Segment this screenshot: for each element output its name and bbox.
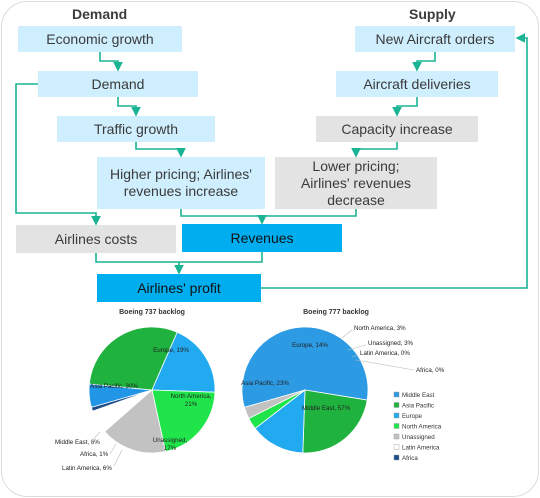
legend-label-middle-east: Middle East bbox=[402, 392, 435, 399]
economic-growth-box: Economic growth bbox=[18, 26, 182, 52]
slice-label-asia-pacific: Asia Pacific, 23% bbox=[241, 380, 289, 387]
legend-label-africa: Africa bbox=[402, 455, 418, 462]
legend-label-unassigned: Unassigned bbox=[402, 434, 435, 441]
pie-777-labels: Middle East, 57% Asia Pacific, 23% Europe,… bbox=[241, 325, 445, 412]
leader-line bbox=[341, 329, 353, 339]
slice-label-north-america: North America,21% bbox=[171, 393, 212, 408]
pie-slice-asia-pacific bbox=[88, 326, 178, 391]
slice-label-africa: Africa, 0% bbox=[416, 367, 445, 374]
slice-label-africa: Africa, 1% bbox=[80, 451, 109, 458]
slice-label-unassigned: Unassigned, 3% bbox=[368, 340, 414, 347]
chart-777-title: Boeing 777 backlog bbox=[303, 309, 369, 316]
legend-swatch-middle-east bbox=[393, 391, 400, 398]
pie-slice-europe bbox=[151, 331, 216, 393]
slice-label-middle-east: Middle East, 6% bbox=[55, 439, 100, 446]
legend-swatch-north-america bbox=[393, 423, 400, 429]
legend-label-asia-pacific: Asia Pacific bbox=[402, 403, 434, 410]
lower-pricing-box: Lower pricing; Airlines' revenues decrea… bbox=[275, 157, 437, 209]
arrow-deliveries-to-capacity bbox=[392, 97, 418, 117]
aircraft-deliveries-box: Aircraft deliveries bbox=[336, 71, 498, 97]
pie-slice-asia-pacific bbox=[302, 389, 368, 454]
arrow-revenues-to-profit bbox=[179, 252, 263, 263]
higher-pricing-box: Higher pricing; Airlines' revenues incre… bbox=[97, 157, 265, 209]
legend-label-north-america: North America bbox=[402, 424, 442, 431]
slice-label-middle-east: Middle East, 57% bbox=[302, 405, 351, 412]
demand-box: Demand bbox=[38, 71, 198, 97]
arrow-economic-to-demand bbox=[99, 52, 123, 72]
arrow-traffic-to-higher-pricing bbox=[135, 142, 186, 158]
slice-label-europe: Europe, 14% bbox=[292, 342, 328, 349]
arrow-higher-pricing-to-revenues bbox=[180, 209, 267, 225]
legend-swatch-asia-pacific bbox=[393, 402, 400, 408]
leader-line bbox=[113, 449, 123, 467]
arrow-demand-to-traffic bbox=[117, 97, 141, 117]
new-aircraft-orders-box: New Aircraft orders bbox=[355, 26, 515, 52]
revenues-box: Revenues bbox=[182, 224, 342, 252]
supply-heading: Supply bbox=[409, 6, 456, 22]
arrow-costs-to-profit bbox=[95, 253, 184, 275]
legend-swatch-unassigned bbox=[393, 433, 400, 440]
slice-label-asia-pacific: Asia Pacific, 30% bbox=[90, 383, 138, 390]
legend-label-europe: Europe bbox=[402, 413, 423, 420]
slice-label-north-america: North America, 3% bbox=[354, 325, 406, 332]
slice-label-europe: Europe, 19% bbox=[153, 347, 189, 354]
legend-swatch-latin-america bbox=[393, 444, 400, 450]
arrow-profit-to-orders bbox=[261, 33, 528, 289]
legend-label-latin-america: Latin America bbox=[402, 445, 440, 452]
flow-arrows bbox=[15, 33, 528, 289]
slice-label-latin-america: Latin America, 6% bbox=[62, 465, 112, 472]
pie-slice-europe bbox=[254, 389, 306, 454]
demand-heading: Demand bbox=[72, 6, 128, 22]
pie-slice-middle-east bbox=[241, 326, 369, 408]
arrow-demand-to-costs bbox=[15, 83, 101, 226]
leader-line bbox=[90, 431, 101, 443]
arrow-orders-to-deliveries bbox=[412, 52, 436, 72]
pie-slice-north-america bbox=[151, 389, 216, 453]
leader-line bbox=[109, 443, 117, 455]
slice-label-unassigned: Unassigned,17% bbox=[153, 437, 188, 452]
leader-line bbox=[347, 344, 367, 351]
capacity-increase-box: Capacity increase bbox=[316, 116, 478, 142]
arrow-lower-pricing-to-revenues bbox=[262, 209, 357, 217]
traffic-growth-box: Traffic growth bbox=[57, 116, 215, 142]
slice-label-latin-america: Latin America, 0% bbox=[360, 350, 410, 357]
airlines-profit-box: Airlines' profit bbox=[97, 274, 261, 302]
chart-737-title: Boeing 737 backlog bbox=[119, 309, 185, 316]
leader-line bbox=[355, 359, 415, 371]
leader-line bbox=[351, 354, 359, 358]
pie-slice-unassigned bbox=[104, 389, 167, 454]
pie-slice-africa bbox=[90, 389, 153, 412]
pie-slice-unassigned bbox=[243, 389, 306, 419]
airlines-costs-box: Airlines costs bbox=[16, 225, 176, 253]
pie-777 bbox=[241, 326, 369, 454]
arrow-capacity-to-lower-pricing bbox=[351, 142, 398, 158]
pie-737-labels: Asia Pacific, 30% Europe, 19% North Americ… bbox=[55, 347, 212, 472]
legend-swatch-europe bbox=[393, 412, 400, 419]
pie-737 bbox=[88, 326, 216, 454]
legend-swatch-africa bbox=[393, 454, 400, 461]
